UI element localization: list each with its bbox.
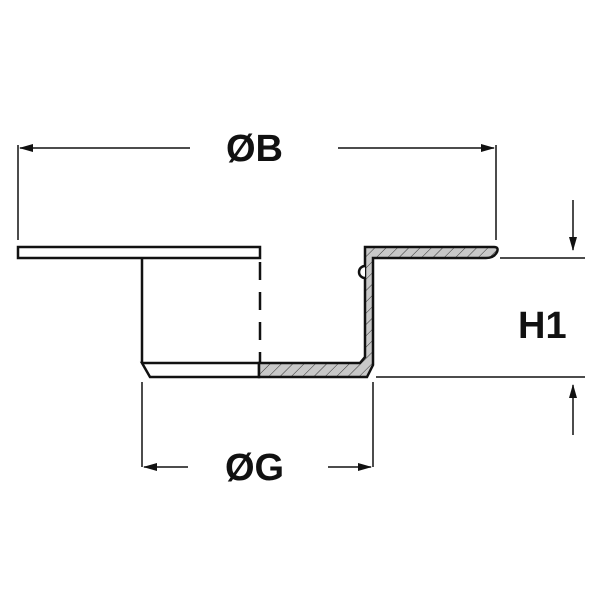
label-diameter-b: ØB [226,128,283,170]
label-height-h1: H1 [518,305,567,347]
bump [357,264,366,280]
hatched-section [257,245,499,379]
left-flange [16,245,262,260]
label-diameter-g: ØG [225,447,285,489]
bottom-left-strip [139,361,261,379]
